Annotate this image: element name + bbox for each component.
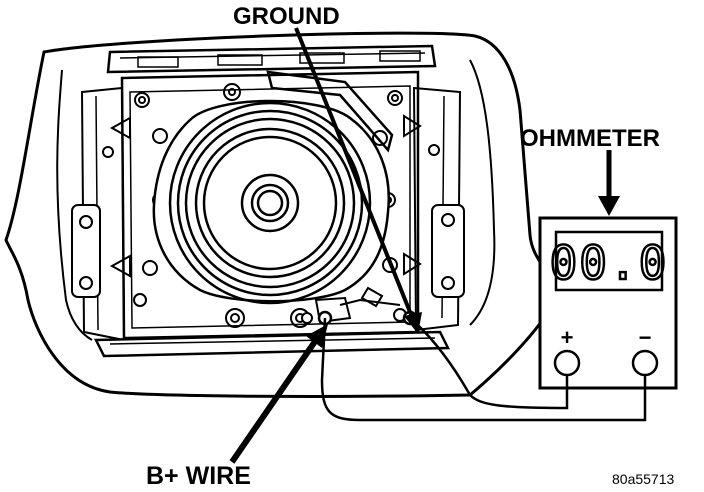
module-inner-left-edge: [56, 69, 93, 341]
ohmmeter-display: [554, 230, 664, 292]
plus-terminal: [553, 349, 581, 377]
inflator: [168, 101, 372, 305]
bplus-arrowhead: [306, 324, 328, 348]
top-bracket: [106, 44, 437, 74]
right-mounting-plate: [412, 86, 462, 332]
ohmmeter-arrowhead: [598, 196, 620, 216]
right-bracket-tab: [431, 204, 465, 298]
bplus-wire-label: B+ WIRE: [146, 462, 251, 490]
ground-label: GROUND: [233, 3, 340, 30]
display-reading: 00.0: [550, 236, 669, 290]
test-leads: [320, 317, 647, 422]
figure-code: 80a55713: [612, 471, 675, 487]
ohmmeter-label: OHMMETER: [520, 125, 660, 152]
ohmmeter: 00.0 + −: [538, 216, 678, 390]
minus-terminal-label: −: [639, 325, 652, 350]
ground-bracket: [266, 70, 394, 153]
ground-arrowhead: [404, 312, 422, 334]
ground-arrow-line: [294, 27, 416, 323]
bracket-slot: [137, 56, 179, 68]
minus-terminal: [631, 349, 659, 377]
left-guide: [109, 116, 131, 140]
right-guide: [403, 114, 422, 138]
left-bracket-tab: [71, 204, 101, 298]
bplus-arrow-line: [229, 338, 319, 464]
plus-test-lead: [409, 317, 569, 410]
airbag-module: [4, 31, 557, 398]
module-inner-right-edge: [469, 59, 496, 326]
callout-arrows: [229, 27, 620, 464]
minus-test-lead: [320, 317, 647, 422]
plus-terminal-label: +: [561, 325, 574, 350]
